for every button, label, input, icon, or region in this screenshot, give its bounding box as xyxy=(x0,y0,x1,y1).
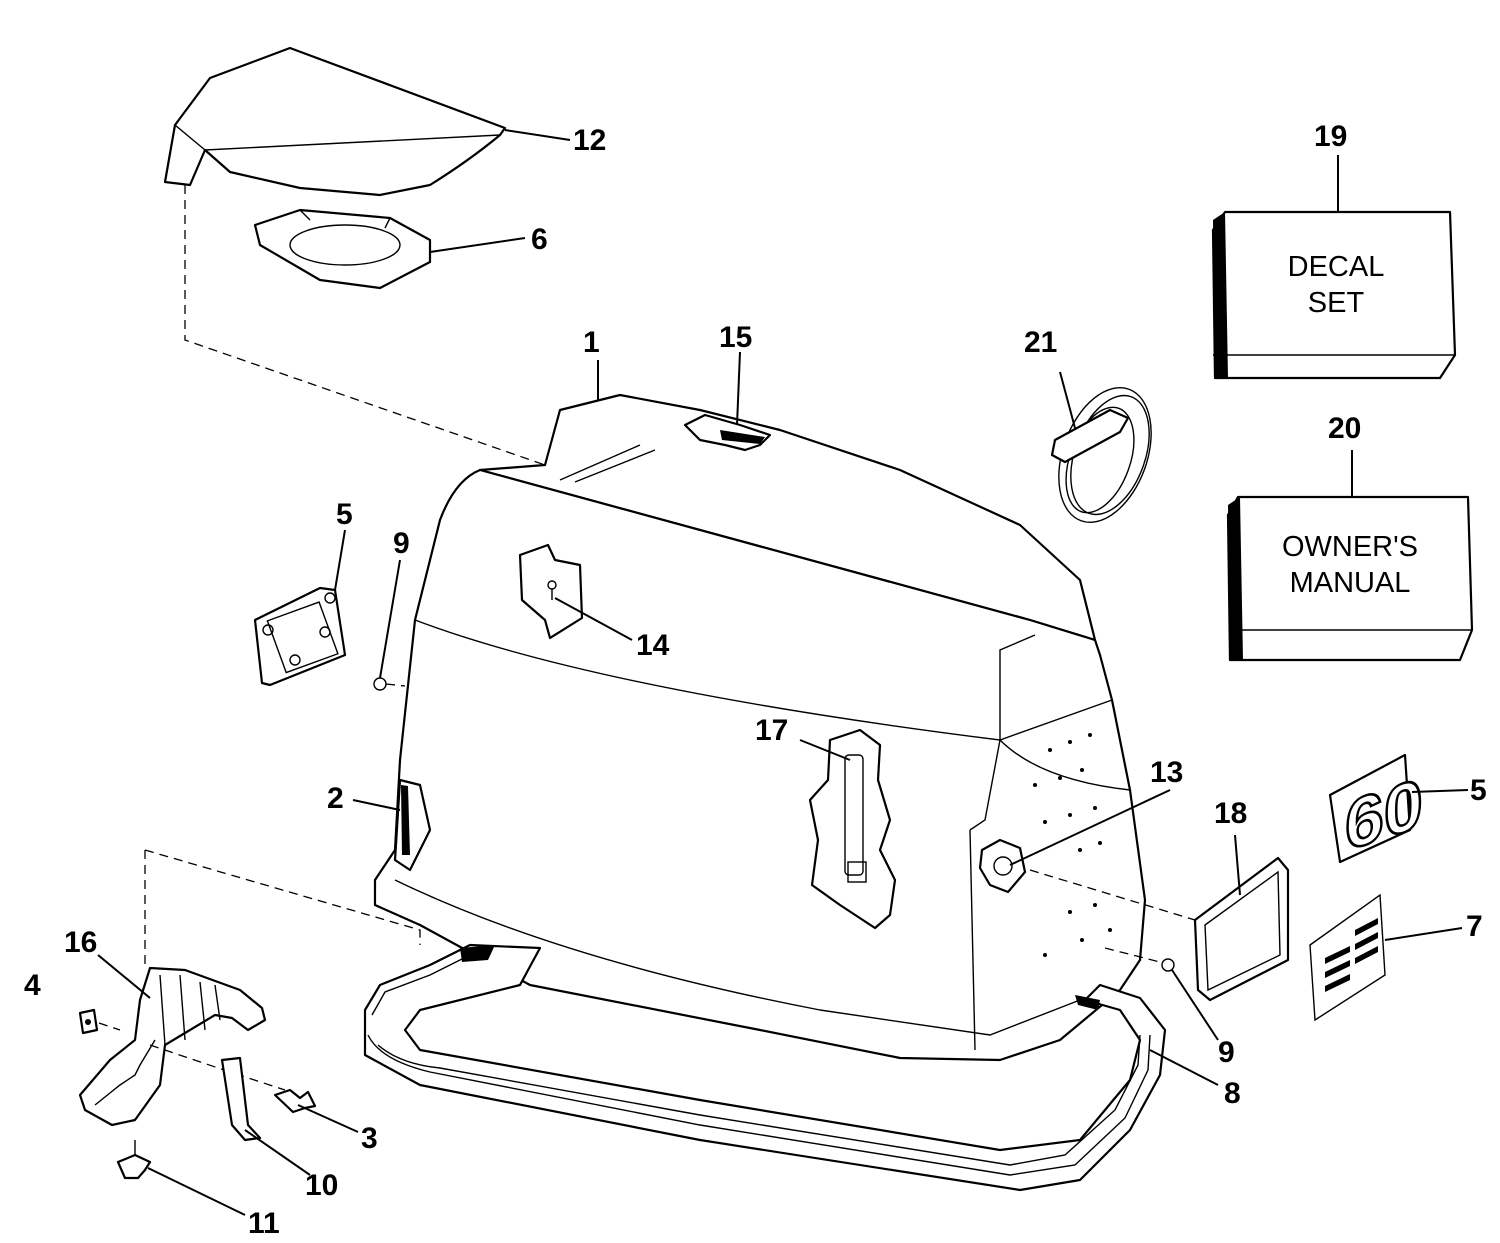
part-14-cutaway xyxy=(518,543,584,640)
leader-lines xyxy=(97,129,1469,1216)
part-18-vent-plate xyxy=(1193,856,1290,1002)
part-21-cable xyxy=(1050,386,1152,524)
part-12-upper-cover xyxy=(163,46,507,197)
part-5-latch-plate xyxy=(253,586,347,687)
manual-line2: MANUAL xyxy=(1290,567,1411,599)
part-8-seal xyxy=(363,943,1167,1192)
callout-6: 6 xyxy=(531,223,548,256)
callout-13: 13 xyxy=(1150,756,1183,789)
callout-7: 7 xyxy=(1466,910,1483,943)
callout-14: 14 xyxy=(636,629,670,662)
part-5-60-decal: 60 xyxy=(1328,753,1424,868)
callout-21: 21 xyxy=(1024,326,1057,359)
callout-12: 12 xyxy=(573,124,606,157)
callout-9-right: 9 xyxy=(1218,1036,1235,1069)
part-16-bracket xyxy=(78,966,267,1127)
part-13-grommet xyxy=(978,838,1027,894)
callout-5-right: 5 xyxy=(1470,774,1487,807)
callout-labels: 12 6 1 15 21 19 20 5 9 14 17 2 13 18 5 7… xyxy=(24,120,1487,1240)
callout-2: 2 xyxy=(327,782,344,815)
part-7-louver-decal xyxy=(1309,893,1386,1022)
part-2-cutaway xyxy=(393,778,432,872)
decal-line1: DECAL xyxy=(1288,251,1385,283)
part-6-plate xyxy=(253,208,432,290)
callout-18: 18 xyxy=(1214,797,1247,830)
callout-9-left: 9 xyxy=(393,527,410,560)
callout-15: 15 xyxy=(719,321,752,354)
callout-17: 17 xyxy=(755,714,788,747)
callout-19: 19 xyxy=(1314,120,1347,153)
callout-4: 4 xyxy=(24,969,41,1002)
part-9-screw-left xyxy=(373,677,387,691)
callout-1: 1 xyxy=(583,326,600,359)
part-10-clip xyxy=(220,1056,262,1142)
part-20-owners-manual: OWNER'S MANUAL xyxy=(1226,495,1474,662)
callout-5-left: 5 xyxy=(336,498,353,531)
manual-line1: OWNER'S xyxy=(1282,531,1418,563)
part-4-nut xyxy=(78,1008,99,1035)
part-3-screw xyxy=(273,1088,317,1114)
callout-3: 3 xyxy=(361,1122,378,1155)
part-9-screw-right xyxy=(1161,958,1175,972)
part-17-cutaway xyxy=(808,728,897,930)
callout-11: 11 xyxy=(248,1207,280,1240)
part-19-decal-set-box: DECAL SET xyxy=(1211,210,1457,380)
callout-20: 20 xyxy=(1328,412,1361,445)
decal-line2: SET xyxy=(1308,287,1365,319)
callout-16: 16 xyxy=(64,926,97,959)
callout-10: 10 xyxy=(305,1169,338,1202)
callout-8: 8 xyxy=(1224,1077,1241,1110)
part-11-fastener xyxy=(116,1140,152,1180)
decal-60-text: 60 xyxy=(1345,763,1423,866)
